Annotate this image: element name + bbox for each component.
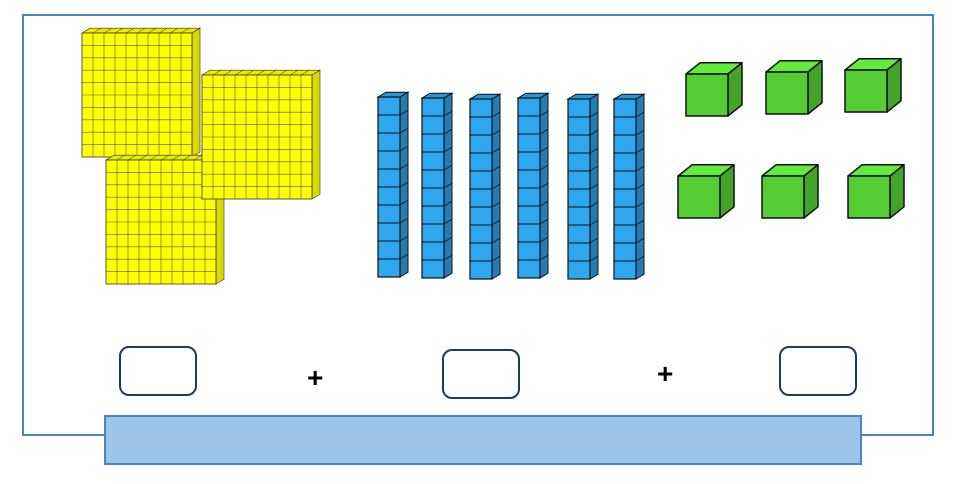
ones-cube [847,164,905,219]
ones-answer-box[interactable] [779,346,857,396]
tens-rod [612,93,646,280]
answer-bar[interactable] [104,415,862,465]
tens-rod [566,93,600,280]
hundreds-flat [80,27,202,158]
plus-sign-1: + [307,362,324,393]
plus-sign-2: + [657,358,674,389]
tens-rod [376,91,410,278]
tens-rod [420,92,454,279]
hundreds-flat [200,69,322,200]
tens-rod [516,92,550,279]
ones-cube [761,164,819,219]
ones-cube [765,60,823,115]
tens-rod [468,93,502,280]
ones-cube [677,164,735,219]
ones-cube [844,58,902,113]
tens-answer-box[interactable] [442,349,520,399]
ones-cube [685,62,743,117]
hundreds-answer-box[interactable] [119,346,197,396]
